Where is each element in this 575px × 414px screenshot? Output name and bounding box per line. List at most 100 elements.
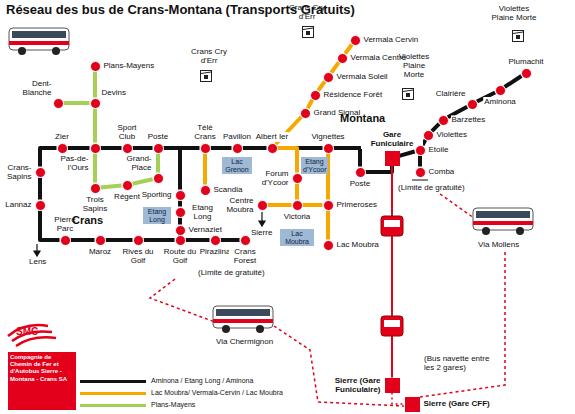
stop-name: Forum d'Ycoor xyxy=(248,169,290,187)
bus-stop: Vermala Centre xyxy=(337,53,348,64)
legend-swatch xyxy=(80,380,146,383)
legend-text: Plans-Mayens xyxy=(151,401,195,408)
legend-row: Lac Moubra/ Vermala-Cervin / Lac Moubra xyxy=(80,389,283,401)
map-label: (Limite de gratuité) xyxy=(398,183,465,192)
bus-line xyxy=(93,109,97,143)
bus-stop: Vernaziet xyxy=(175,225,186,236)
bus-stop: Crans Forest xyxy=(240,235,251,246)
map-label: Crans Cry d'Err xyxy=(286,3,328,21)
stop-name: Route du Golf xyxy=(162,247,198,265)
lake-name: Etang Long xyxy=(145,208,169,223)
bus-stop: Albert Ier xyxy=(267,143,278,154)
bus-line xyxy=(93,154,97,183)
bus-line xyxy=(331,62,338,72)
stop-name: Sport Club xyxy=(111,123,143,141)
bus-stop: Violettes xyxy=(423,130,434,141)
map-label: Crans xyxy=(72,214,103,227)
bus-line xyxy=(144,238,175,242)
stop-name: Plans-Mayens xyxy=(103,61,156,70)
bus-stop: Pierre Parc xyxy=(60,235,71,246)
bus-stop: Sport Club xyxy=(122,143,133,154)
bus-stop: Trois Sapins xyxy=(90,183,101,194)
rail-link xyxy=(392,393,405,405)
bus-line xyxy=(68,146,90,150)
bus-stop: Lannaz xyxy=(35,200,46,211)
stop-name: Lannaz xyxy=(4,200,32,209)
bus-line xyxy=(505,76,522,87)
bus-stop: Grand-Place xyxy=(153,173,164,184)
bus-stop: Centre Moubra xyxy=(257,200,268,211)
bus-line xyxy=(399,152,415,156)
bus-stop: Poste xyxy=(153,143,164,154)
lake-name: Etang d'Ycoor xyxy=(303,158,326,173)
stop-name: Sporting xyxy=(141,190,173,199)
bus-line xyxy=(64,101,90,105)
stop-name: Clairière xyxy=(435,89,467,98)
bus-line xyxy=(101,146,122,150)
bus-line xyxy=(221,238,240,242)
stop-name: Vignettes xyxy=(310,132,345,141)
bus-stop: Clairière xyxy=(467,99,478,110)
bus-line xyxy=(366,165,393,172)
stop-name: Pas-de-l'Ours xyxy=(54,154,90,172)
lake-name: Lac Moubra xyxy=(282,230,312,245)
stop-name: Crans-Sapins xyxy=(1,163,33,181)
stop-name: Poste xyxy=(147,132,169,141)
stop-name: Régent xyxy=(113,192,141,201)
bus-line xyxy=(326,211,330,240)
edge-label: (Bus navette entre les 2 gares) xyxy=(424,354,490,372)
bus-stop: Poste xyxy=(355,167,366,178)
bus-line xyxy=(318,82,325,91)
bus-line xyxy=(303,203,323,207)
bus-stop: Régent xyxy=(122,180,133,191)
stop-name: Pirazlina xyxy=(199,247,232,256)
stop-name: Rives du Golf xyxy=(121,247,155,265)
stop-name: Crans Forest xyxy=(229,247,261,265)
bus-stop: Pas-de-l'Ours xyxy=(90,143,101,154)
bus-stop: Sporting xyxy=(175,190,186,201)
bus-stop: Etoile xyxy=(415,145,426,156)
bus-stop: Pavillon xyxy=(232,143,243,154)
bus-stop: Victoria xyxy=(292,200,303,211)
bus-line xyxy=(345,45,352,54)
bus-stop: Résidence Forêt xyxy=(310,90,321,101)
bus-line xyxy=(132,179,152,184)
stop-name: Centre Moubra xyxy=(213,196,255,214)
stop-name: Barzettes xyxy=(451,115,487,124)
stop-name: Gare Funiculaire xyxy=(361,130,423,148)
map-label: Crans Cry d'Err xyxy=(188,47,230,65)
stop-name: Résidence Forêt xyxy=(323,90,384,99)
map-label: Lens xyxy=(29,257,46,266)
stop-name: Vermala Centre xyxy=(350,53,408,62)
stop-name: Devins xyxy=(101,88,127,97)
bus-line xyxy=(106,238,133,242)
map-label: Via Mollens xyxy=(478,240,519,249)
bus-line xyxy=(101,186,122,188)
bus-line xyxy=(334,148,361,167)
legend-swatch xyxy=(80,392,146,395)
lake-box: Lac Moubra xyxy=(280,229,314,246)
bus-line xyxy=(156,154,160,173)
bus-stop: Rives du Golf xyxy=(133,235,144,246)
legend-text: Lac Moubra/ Vermala-Cervin / Lac Moubra xyxy=(151,389,283,396)
bus-stop: Grand Signal xyxy=(300,108,311,119)
stop-name: Zier xyxy=(54,132,70,141)
bus-stop: Vermala Cervin xyxy=(350,35,361,46)
stop-name: Plumachit xyxy=(507,57,544,66)
stop-name: Sierre (Gare Funiculaire) xyxy=(322,376,382,394)
bus-stop: Lac Moubra xyxy=(323,240,334,251)
map-label: Via Chermignon xyxy=(216,337,273,346)
bus-stop: Zier xyxy=(57,143,68,154)
bus-line xyxy=(418,156,422,167)
stop-name: Etoile xyxy=(428,145,450,154)
bus-stop: Comba xyxy=(415,167,426,178)
bus-stop: Route du Golf xyxy=(175,235,186,246)
stop-name: Lac Moubra xyxy=(336,240,380,249)
bus-line xyxy=(178,218,182,225)
stop-name: Vernaziet xyxy=(188,225,223,234)
map-label: Violettes Plaine Morte xyxy=(392,52,436,80)
stop-name: Primeroses xyxy=(336,200,378,209)
legend-swatch xyxy=(80,404,146,407)
stop-name: Trois Sapins xyxy=(77,195,113,213)
bus-line xyxy=(295,184,299,200)
